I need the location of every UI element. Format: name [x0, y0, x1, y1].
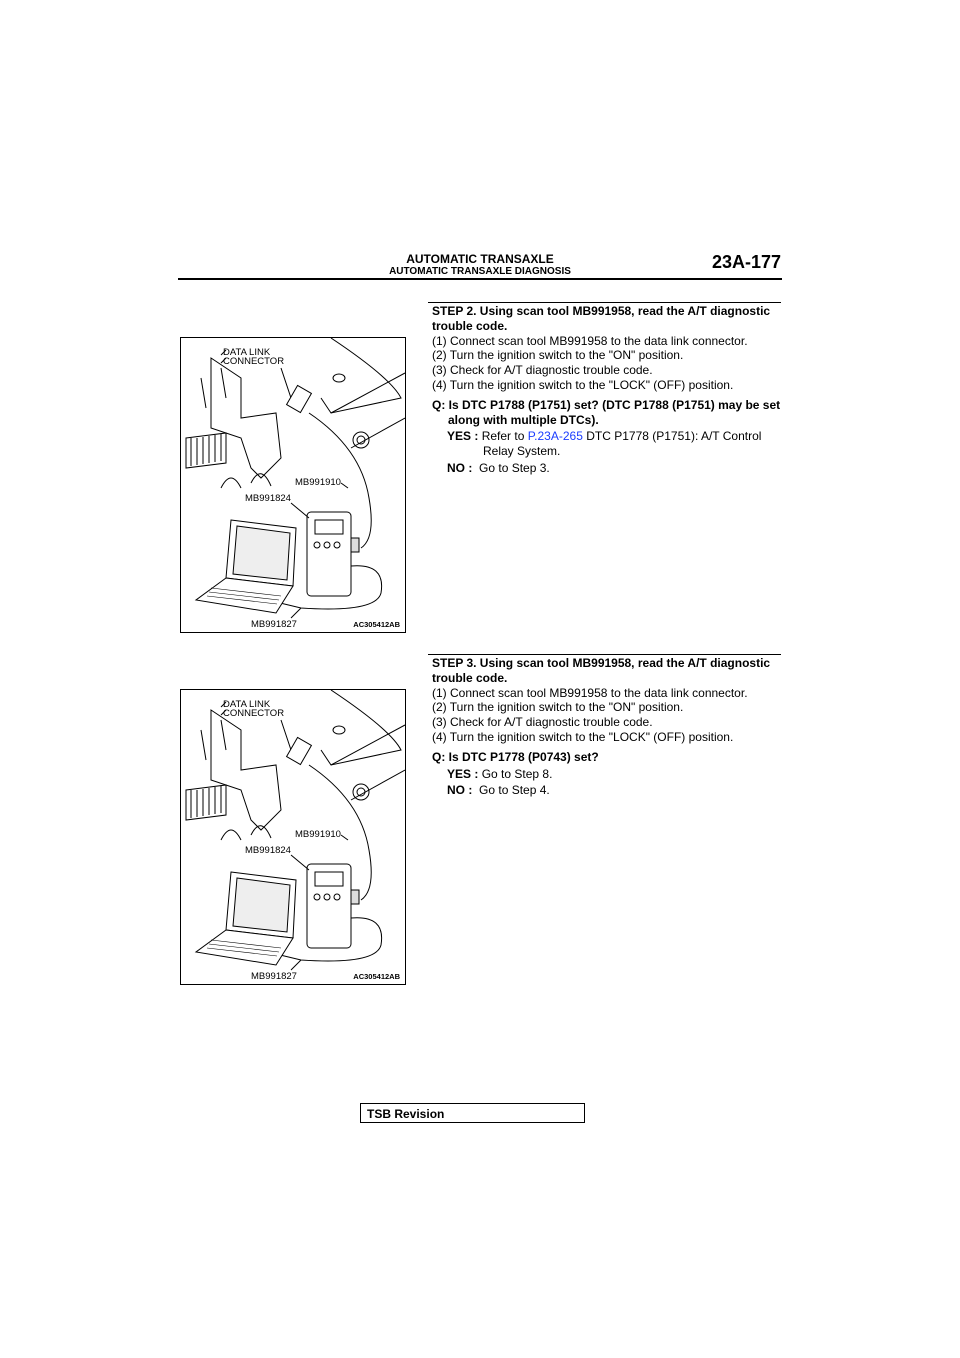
step-item: (2) Turn the ignition switch to the "ON"…	[432, 348, 684, 363]
vci-label: MB991824	[245, 493, 291, 504]
step-item: (1) Connect scan tool MB991958 to the da…	[432, 685, 748, 700]
step-2: STEP 2. Using scan tool MB991958, read t…	[428, 302, 781, 476]
yes-text: Refer to	[481, 429, 528, 444]
no-answer: NO : Go to Step 4.	[428, 783, 781, 798]
no-label: NO :	[447, 460, 473, 475]
step-item: (2) Turn the ignition switch to the "ON"…	[432, 700, 684, 715]
section-subtitle: AUTOMATIC TRANSAXLE DIAGNOSIS	[389, 266, 571, 277]
step-item: (3) Check for A/T diagnostic trouble cod…	[432, 715, 653, 730]
cable-label: MB991910	[295, 829, 341, 840]
data-link-connector-label-2: CONNECTOR	[223, 708, 285, 719]
yes-label: YES :	[447, 766, 479, 781]
yes-label: YES :	[447, 429, 479, 444]
step-item: (4) Turn the ignition switch to the "LOC…	[432, 729, 734, 744]
question: Q: Is DTC P1788 (P1751) set? (DTC P1788 …	[432, 397, 781, 427]
no-text: Go to Step 4.	[479, 783, 550, 798]
question: Q: Is DTC P1778 (P0743) set?	[432, 749, 599, 764]
data-link-connector-label: DATA LINK	[223, 699, 271, 710]
yes-text-end: DTC P1778 (P1751): A/T Control Relay Sys…	[483, 429, 762, 459]
yes-text: Go to Step 8.	[481, 766, 553, 781]
usb-cable-label: MB991827	[251, 619, 297, 630]
no-answer: NO : Go to Step 3.	[428, 461, 781, 476]
connection-illustration	[185, 690, 405, 971]
tsb-revision-box: TSB Revision	[360, 1103, 585, 1123]
yes-answer: YES : Go to Step 8.	[428, 767, 781, 782]
header-rule	[178, 278, 782, 280]
figure-code: AC305412AB	[353, 972, 400, 981]
page-link[interactable]: P.23A-265	[527, 429, 583, 444]
figure-code: AC305412AB	[353, 620, 400, 629]
data-link-connector-label-2: CONNECTOR	[223, 356, 285, 367]
connection-illustration	[185, 338, 405, 619]
step-item: (4) Turn the ignition switch to the "LOC…	[432, 377, 734, 392]
no-text: Go to Step 3.	[479, 460, 550, 475]
section-title: AUTOMATIC TRANSAXLE	[406, 252, 554, 266]
no-label: NO :	[447, 783, 473, 798]
step-title: STEP 2. Using scan tool MB991958, read t…	[432, 304, 771, 333]
vci-label: MB991824	[245, 845, 291, 856]
step-item: (3) Check for A/T diagnostic trouble cod…	[432, 363, 653, 378]
page-number: 23A-177	[711, 252, 781, 272]
step-3: STEP 3. Using scan tool MB991958, read t…	[428, 654, 781, 798]
cable-label: MB991910	[295, 477, 341, 488]
step-item: (1) Connect scan tool MB991958 to the da…	[432, 333, 748, 348]
yes-answer: YES : Refer to P.23A-265 DTC P1778 (P175…	[428, 429, 781, 459]
data-link-connector-label: DATA LINK	[223, 347, 271, 358]
scan-tool-connection-figure: DATA LINK CONNECTOR MB991910 MB991824 MB…	[180, 337, 406, 633]
scan-tool-connection-figure: DATA LINK CONNECTOR MB991910 MB991824 MB…	[180, 689, 406, 985]
step-title: STEP 3. Using scan tool MB991958, read t…	[432, 656, 771, 685]
usb-cable-label: MB991827	[251, 971, 297, 982]
